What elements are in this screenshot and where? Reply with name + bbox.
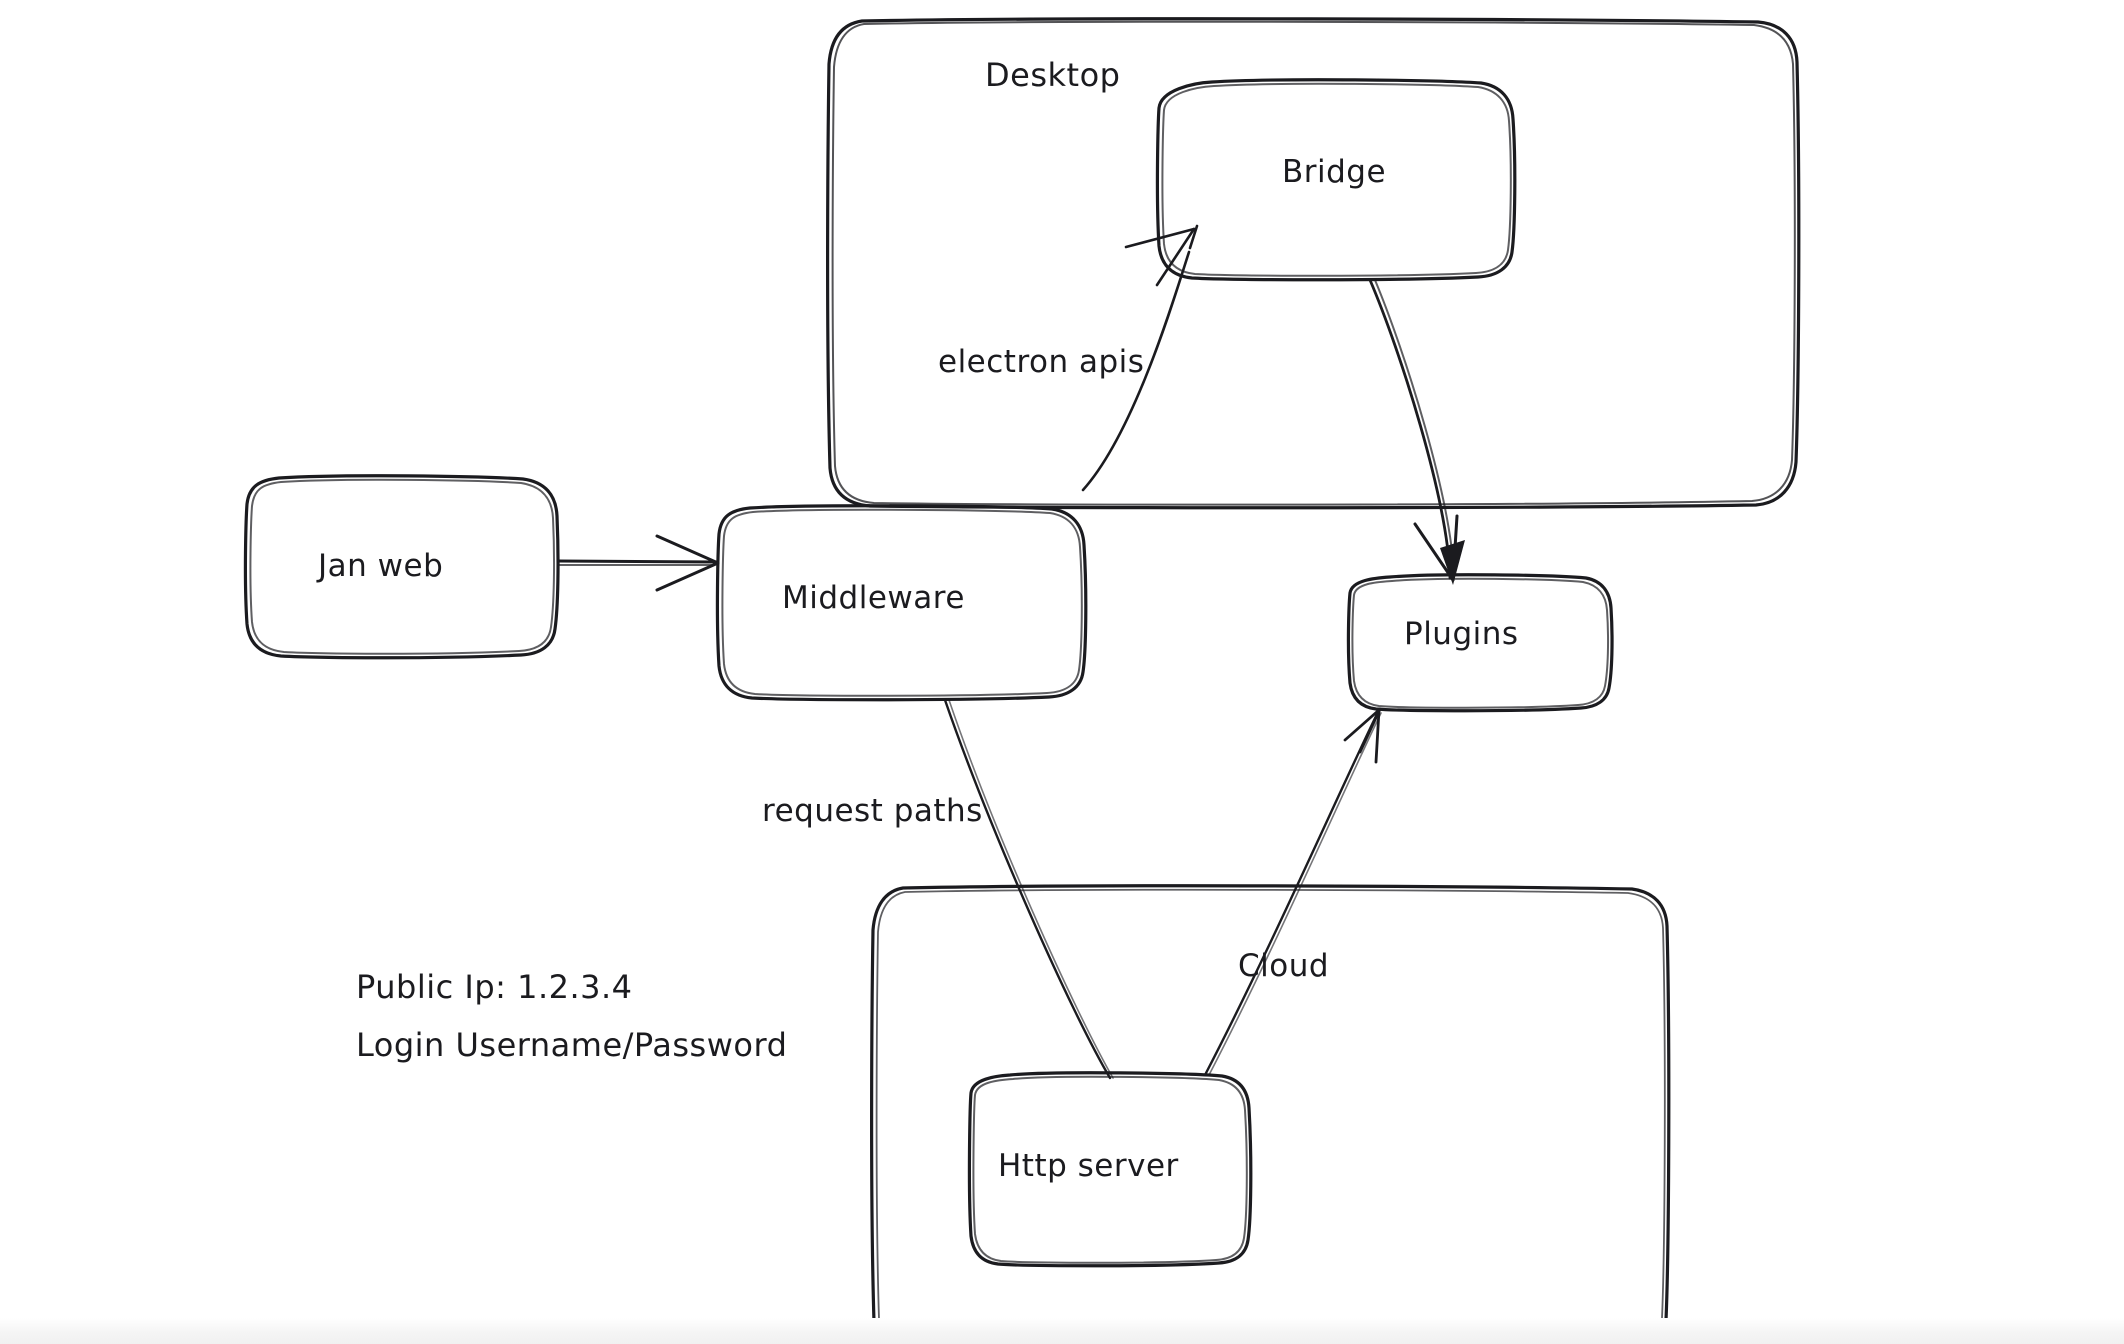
edge-janweb-to-middleware[interactable] [556,534,720,592]
node-middleware-outline[interactable] [715,504,1088,702]
node-plugins-outline[interactable] [1346,573,1614,713]
note-public-ip: Public Ip: 1.2.3.4 [356,968,633,1006]
edge-label-request-paths: request paths [762,793,983,829]
bottom-edge-band [0,1318,2124,1344]
node-label-middleware: Middleware [782,580,965,616]
node-label-jan-web: Jan web [318,548,444,584]
edge-label-cloud: Cloud [1238,948,1330,984]
note-login-credentials: Login Username/Password [356,1026,788,1064]
edge-middleware-to-bridge[interactable] [1081,224,1199,492]
edge-middleware-to-http-server[interactable] [943,698,1114,1080]
node-http-server-outline[interactable] [967,1071,1253,1268]
group-desktop-outline[interactable] [826,17,1801,510]
group-label-desktop: Desktop [985,56,1121,94]
node-jan-web-outline[interactable] [243,474,560,660]
node-label-http-server: Http server [998,1148,1179,1184]
node-label-plugins: Plugins [1404,616,1519,652]
edge-bridge-to-plugins[interactable] [1368,278,1465,585]
edge-label-electron-apis: electron apis [938,344,1145,380]
node-bridge-outline[interactable] [1155,78,1517,282]
node-label-bridge: Bridge [1282,154,1387,190]
edge-http-server-to-plugins[interactable] [1203,707,1382,1077]
group-cloud-outline[interactable] [870,884,1671,1344]
